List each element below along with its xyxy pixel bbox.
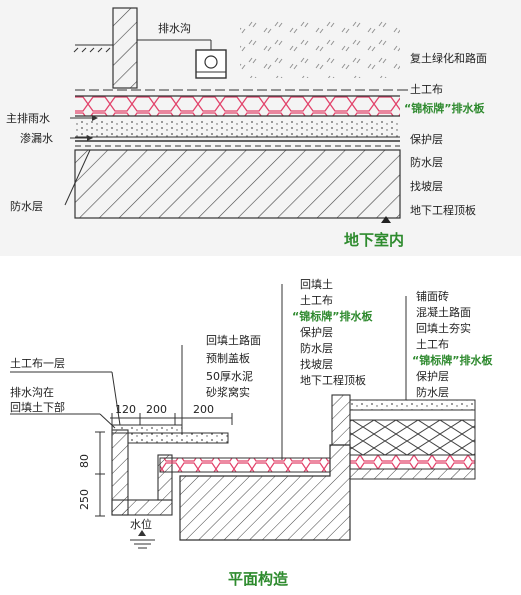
roof-slab	[74, 149, 401, 219]
label-roof-slab: 地下工程顶板	[410, 203, 476, 217]
label-concrete-road: 混凝土路面	[416, 305, 471, 319]
diagram1-title: 地下室内	[344, 231, 404, 249]
label-protective: 保护层	[410, 132, 443, 146]
compacted-backfill	[349, 419, 476, 456]
protective-layer	[75, 119, 400, 137]
label-drain-board-center: “锦标牌”排水板	[292, 309, 373, 323]
label-geotextile-right: 土工布	[416, 338, 449, 351]
plan-drawing	[10, 284, 476, 549]
label-backfill: 回填土	[300, 277, 333, 291]
label-waterproof-left: 防水层	[10, 199, 43, 213]
label-waterproof-right: 防水层	[410, 155, 443, 169]
label-geotextile: 土工布	[410, 83, 443, 96]
dim-200-b: 200	[193, 403, 214, 416]
label-mortar-line1: 50厚水泥	[206, 370, 253, 383]
label-drain-board-right: “锦标牌”排水板	[412, 353, 493, 367]
label-geotextile-one: 土工布一层	[10, 357, 65, 370]
label-backfill-green-road: 复土绿化和路面	[410, 51, 487, 65]
mortar-bed	[127, 432, 229, 444]
label-drain-ditch: 排水沟	[158, 21, 191, 35]
dim-200-a: 200	[146, 403, 167, 416]
label-protective-right: 保护层	[416, 369, 449, 383]
label-waterproof-center: 防水层	[300, 341, 333, 355]
label-paving: 铺面砖	[416, 289, 449, 303]
drain-board-plan	[159, 457, 331, 473]
section-drawing	[64, 7, 408, 223]
label-drain-board: “锦标牌”排水板	[404, 101, 485, 115]
label-ditch-line1: 排水沟在	[10, 385, 54, 399]
label-main-rain: 主排雨水	[6, 111, 50, 125]
indoor-arrow-icon	[381, 216, 391, 223]
dim-250: 250	[78, 489, 91, 510]
label-slope-center: 找坡层	[300, 357, 333, 371]
label-geotextile-center: 土工布	[300, 294, 333, 307]
label-slope: 找坡层	[410, 179, 443, 193]
paving-tiles	[349, 399, 476, 411]
label-ditch-line2: 回填土下部	[10, 400, 65, 414]
label-seepage: 渗漏水	[20, 131, 53, 145]
backfill-soil-area	[240, 20, 400, 78]
label-backfill-compact: 回填土夯实	[416, 321, 471, 335]
label-waterproof-right2: 防水层	[416, 385, 449, 399]
label-water-level: 水位	[130, 517, 152, 531]
ditch-floor	[111, 499, 173, 516]
label-backfill-road: 回填土路面	[206, 333, 261, 347]
diagram2-title: 平面构造	[228, 570, 288, 588]
dim-120: 120	[115, 403, 136, 416]
precast-cover	[111, 424, 183, 434]
dim-80: 80	[78, 454, 91, 468]
drain-board-band	[75, 96, 400, 116]
label-mortar-line2: 砂浆窝实	[206, 385, 250, 399]
concrete-road	[349, 409, 476, 421]
label-precast-cover: 预制盖板	[206, 351, 250, 365]
label-roof-slab-center: 地下工程顶板	[300, 373, 366, 387]
label-protective-center: 保护层	[300, 325, 333, 339]
retaining-wall	[112, 7, 138, 89]
